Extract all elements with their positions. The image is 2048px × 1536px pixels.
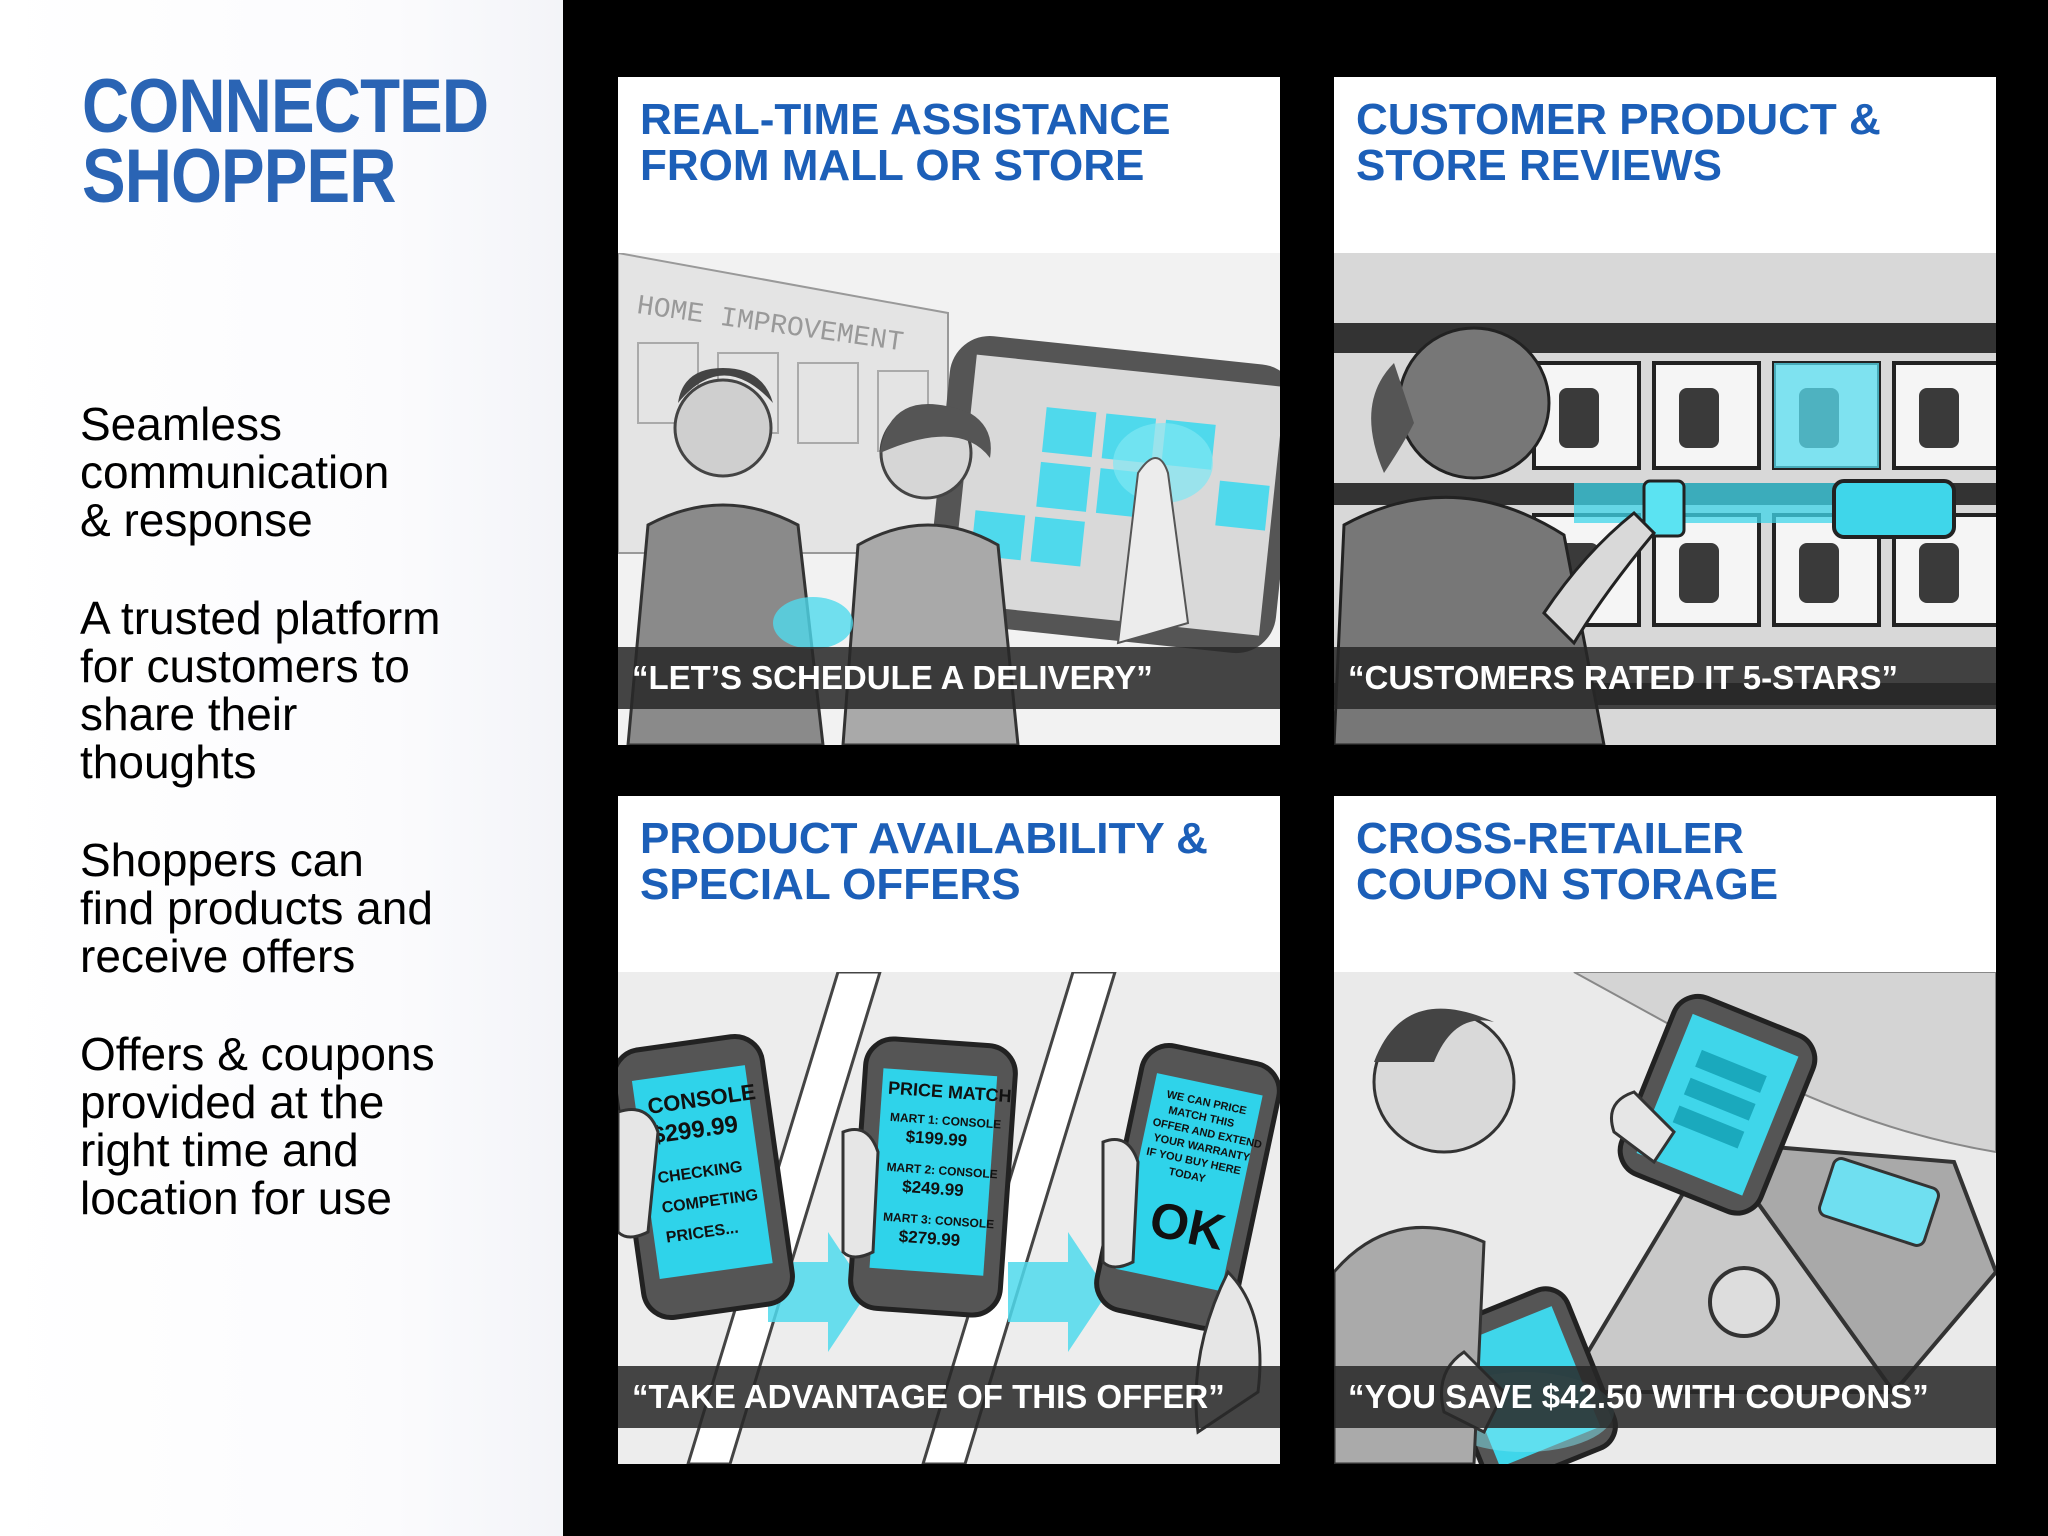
page-title-line-2: SHOPPER bbox=[82, 134, 396, 219]
bullet-line: right time and bbox=[80, 1124, 359, 1176]
panel-caption: “TAKE ADVANTAGE OF THIS OFFER” bbox=[632, 1378, 1225, 1415]
panel-title-line: SPECIAL OFFERS bbox=[640, 860, 1021, 909]
offers-illustration: CONSOLE $299.99 CHECKING COMPETING PRICE… bbox=[618, 972, 1280, 1464]
bullet-line: Seamless bbox=[80, 398, 282, 450]
phone-2-line: $199.99 bbox=[905, 1127, 968, 1150]
panel-caption: “CUSTOMERS RATED IT 5-STARS” bbox=[1348, 659, 1899, 696]
bullet-item: A trusted platform for customers to shar… bbox=[80, 594, 550, 786]
bullet-line: share their bbox=[80, 688, 298, 740]
bullet-item: Shoppers can find products and receive o… bbox=[80, 836, 550, 980]
bullet-line: & response bbox=[80, 494, 313, 546]
bullet-line: Shoppers can bbox=[80, 834, 364, 886]
bullet-line: receive offers bbox=[80, 930, 356, 982]
panel-title-line: FROM MALL OR STORE bbox=[640, 141, 1145, 190]
page-title: CONNECTED SHOPPER bbox=[82, 64, 489, 219]
bullet-line: location for use bbox=[80, 1172, 392, 1224]
panel-title-line: PRODUCT AVAILABILITY & bbox=[640, 814, 1208, 863]
bullet-item: Offers & coupons provided at the right t… bbox=[80, 1030, 550, 1222]
page-title-line-1: CONNECTED bbox=[82, 64, 489, 149]
bullet-line: thoughts bbox=[80, 736, 257, 788]
bullet-line: Offers & coupons bbox=[80, 1028, 435, 1080]
panel-caption: “LET’S SCHEDULE A DELIVERY” bbox=[632, 659, 1153, 696]
assistance-illustration: HOME IMPROVEMENT bbox=[618, 253, 1280, 745]
caption-bar: “CUSTOMERS RATED IT 5-STARS” bbox=[1334, 647, 1996, 709]
phone-2-line: $249.99 bbox=[902, 1177, 965, 1200]
panel-title: REAL-TIME ASSISTANCE FROM MALL OR STORE bbox=[640, 97, 1170, 189]
panel-title-line: CROSS-RETAILER bbox=[1356, 814, 1744, 863]
bullet-line: for customers to bbox=[80, 640, 410, 692]
caption-bar: “LET’S SCHEDULE A DELIVERY” bbox=[618, 647, 1280, 709]
panel-coupon-storage: CROSS-RETAILER COUPON STORAGE bbox=[1334, 796, 1996, 1464]
panel-title-line: STORE REVIEWS bbox=[1356, 141, 1722, 190]
panel-caption: “YOU SAVE $42.50 WITH COUPONS” bbox=[1348, 1378, 1929, 1415]
bullet-line: A trusted platform bbox=[80, 592, 441, 644]
panel-title: CROSS-RETAILER COUPON STORAGE bbox=[1356, 816, 1778, 908]
panel-real-time-assistance: REAL-TIME ASSISTANCE FROM MALL OR STORE … bbox=[618, 77, 1280, 745]
panel-title-line: CUSTOMER PRODUCT & bbox=[1356, 95, 1881, 144]
bullet-line: provided at the bbox=[80, 1076, 385, 1128]
bullet-line: find products and bbox=[80, 882, 433, 934]
panel-product-availability: PRODUCT AVAILABILITY & SPECIAL OFFERS CO… bbox=[618, 796, 1280, 1464]
left-column: CONNECTED SHOPPER Seamless communication… bbox=[0, 0, 563, 1536]
panel-title: PRODUCT AVAILABILITY & SPECIAL OFFERS bbox=[640, 816, 1208, 908]
caption-bar: “TAKE ADVANTAGE OF THIS OFFER” bbox=[618, 1366, 1280, 1428]
panel-title-line: REAL-TIME ASSISTANCE bbox=[640, 95, 1171, 144]
bullet-item: Seamless communication & response bbox=[80, 400, 550, 544]
panel-customer-reviews: CUSTOMER PRODUCT & STORE REVIEWS bbox=[1334, 77, 1996, 745]
panel-title: CUSTOMER PRODUCT & STORE REVIEWS bbox=[1356, 97, 1881, 189]
bullet-list: Seamless communication & response A trus… bbox=[80, 400, 550, 1272]
coupon-illustration bbox=[1334, 972, 1996, 1464]
panel-title-line: COUPON STORAGE bbox=[1356, 860, 1779, 909]
bullet-line: communication bbox=[80, 446, 390, 498]
caption-bar: “YOU SAVE $42.50 WITH COUPONS” bbox=[1334, 1366, 1996, 1428]
phone-2-line: $279.99 bbox=[898, 1227, 961, 1250]
